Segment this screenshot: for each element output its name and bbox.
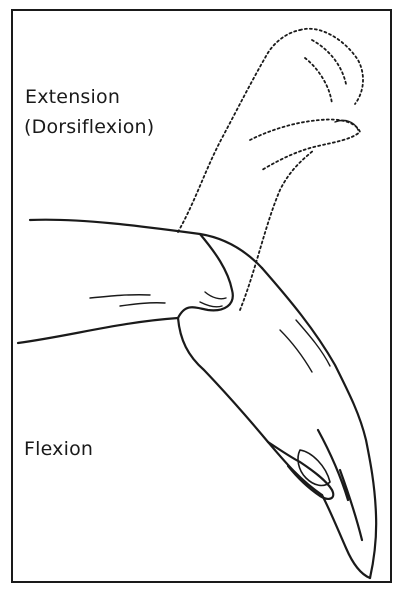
wrist-thenar-bulge [178,234,233,318]
label-extension: Extension [25,86,120,108]
extended-hand-fingers [300,29,363,104]
forearm-lower-contour [18,318,178,343]
flexed-hand-fingers [318,430,370,578]
wrist-fold-2 [200,302,222,307]
extended-hand-thumb [250,120,360,171]
forearm-upper-contour [30,220,262,268]
wrist-fold-1 [205,292,226,299]
flexed-hand [178,268,376,578]
extended-hand-palm [178,30,300,232]
extended-hand [178,29,363,310]
wrist [178,234,233,318]
forearm-crease [90,295,165,306]
forearm [18,220,262,343]
label-dorsiflexion: (Dorsiflexion) [24,116,154,138]
label-flexion: Flexion [24,438,93,460]
